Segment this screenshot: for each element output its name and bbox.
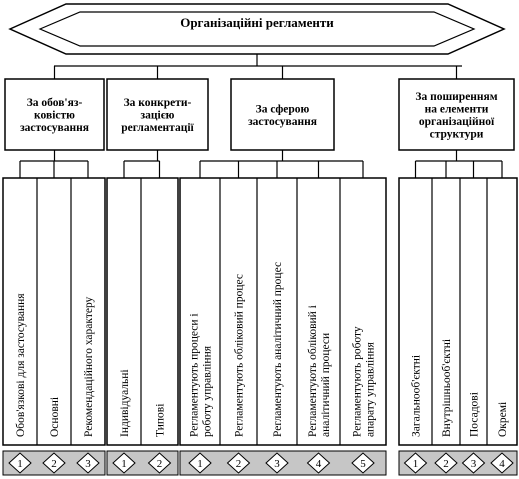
- group-heading-line: організаційної: [419, 116, 495, 128]
- badge-number: 1: [197, 458, 203, 470]
- badge-diamond: [76, 452, 100, 474]
- item-label-line: Регламентують обліковий і: [307, 305, 319, 437]
- item-label-line: апарату управління: [365, 341, 377, 437]
- group-box: [106, 78, 209, 151]
- badge-diamond: [306, 452, 331, 474]
- group-heading-line: зацією: [141, 110, 175, 122]
- badge-number: 3: [471, 458, 477, 470]
- item-panel: [2, 177, 106, 446]
- item-label-line: Загальнооб'єктні: [411, 355, 423, 437]
- group-heading-line: на елементи: [425, 103, 489, 115]
- item-label-line: Регламентують процеси і: [189, 313, 201, 437]
- badge-diamond: [461, 452, 486, 474]
- badge-diamond: [42, 452, 66, 474]
- badge-number: 2: [236, 458, 242, 470]
- item-label-line: Індивідуальні: [119, 369, 131, 437]
- badge-number: 1: [17, 458, 23, 470]
- badge-diamond: [490, 452, 514, 474]
- item-label-line: Основні: [49, 397, 61, 437]
- badge-number: 4: [316, 458, 322, 470]
- group-box: [230, 78, 335, 151]
- group-heading-line: За конкрети-: [124, 97, 192, 109]
- group-heading-line: застосування: [248, 116, 317, 128]
- title-text: Організаційні регламенти: [180, 15, 334, 30]
- item-label-line: Обов'язкові для застосування: [15, 293, 27, 437]
- title-banner-inner: [38, 11, 476, 47]
- badge-number: 4: [499, 458, 505, 470]
- badge-number: 2: [157, 458, 163, 470]
- item-label-line: Регламентують обліковий процес: [234, 274, 246, 437]
- group-heading-line: регламентації: [121, 122, 194, 134]
- item-panel: [398, 177, 518, 446]
- badge-diamond: [226, 452, 251, 474]
- group-heading-line: За поширенням: [415, 91, 497, 103]
- group-heading-line: застосування: [20, 122, 89, 134]
- item-label-line: роботу управління: [202, 345, 214, 437]
- group-heading-line: ковістю: [34, 110, 75, 122]
- item-label-line: аналітичний процеси: [320, 333, 332, 437]
- item-label-line: Типові: [155, 404, 167, 437]
- badge-number: 1: [121, 458, 127, 470]
- badge-diamond: [112, 452, 136, 474]
- badge-diamond: [188, 452, 212, 474]
- badge-diamond: [351, 452, 375, 474]
- item-label-line: Рекомендаційного характеру: [83, 296, 95, 437]
- badge-number: 5: [360, 458, 366, 470]
- group-box: [398, 78, 515, 151]
- item-label-line: Внутрішньооб'єктні: [441, 339, 453, 437]
- item-panel: [106, 177, 179, 446]
- badge-number: 3: [85, 458, 91, 470]
- item-label-line: Окремі: [497, 402, 509, 437]
- item-label-line: Посадові: [469, 392, 481, 437]
- badge-number: 1: [413, 458, 419, 470]
- group-heading-line: За обов'яз-: [27, 97, 83, 109]
- item-label-line: Регламентують аналітичний процес: [272, 262, 284, 437]
- badge-number: 2: [51, 458, 57, 470]
- badge-diamond: [8, 452, 32, 474]
- item-panel: [179, 177, 387, 446]
- item-label-line: Регламентують роботу: [352, 326, 364, 437]
- badge-diamond: [403, 452, 428, 474]
- group-heading-line: структури: [430, 128, 484, 140]
- badge-diamond: [434, 452, 458, 474]
- badge-number: 3: [274, 458, 280, 470]
- badge-diamond: [265, 452, 289, 474]
- badge-number: 2: [443, 458, 449, 470]
- group-heading-line: За сферою: [256, 103, 310, 115]
- badge-diamond: [147, 452, 172, 474]
